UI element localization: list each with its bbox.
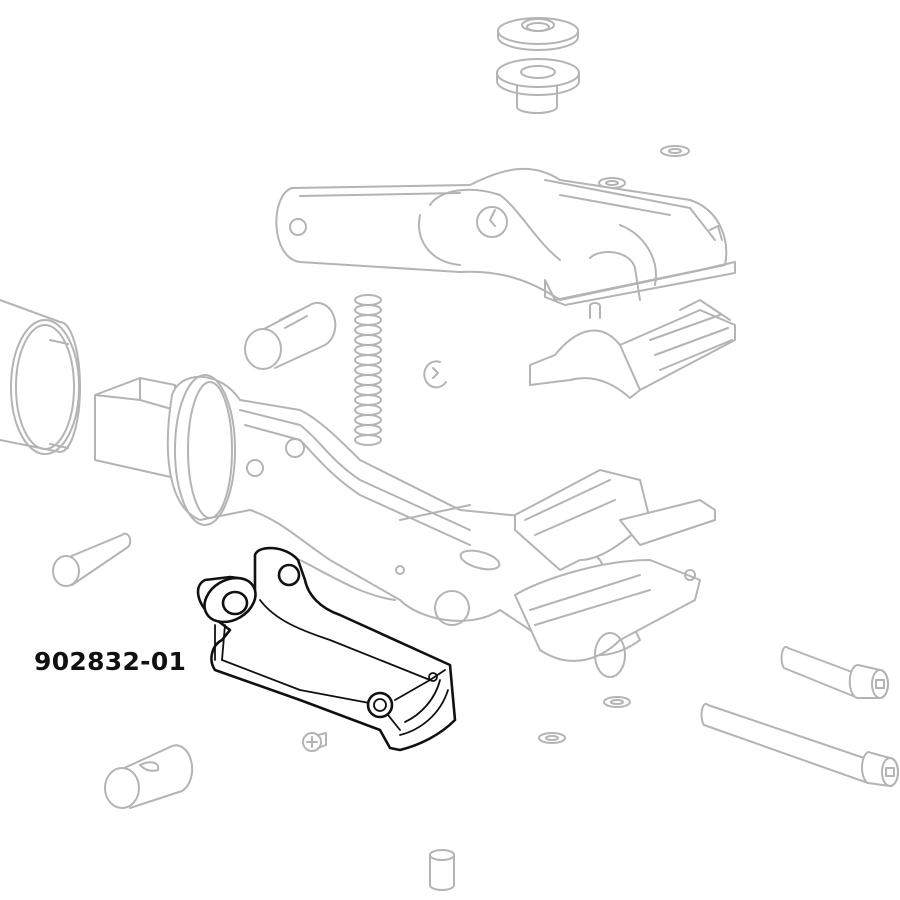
compression-spring [354, 294, 382, 446]
pivot-pin [52, 532, 132, 587]
upper-lever-arm [275, 167, 736, 306]
slotted-cross-pin-upper [244, 302, 337, 370]
e-clip [423, 360, 447, 389]
slotted-cross-pin-lower [104, 744, 194, 809]
bracket-902832-01 [196, 546, 457, 752]
spacer-bushing [429, 849, 455, 891]
main-body-arm [94, 374, 641, 657]
upper-clamp-jaw [529, 299, 736, 399]
phillips-screw [302, 732, 327, 752]
flanged-washer [497, 17, 579, 51]
socket-cap-screw-short [780, 645, 889, 699]
part-number-callout: 902832-01 [34, 647, 187, 676]
small-washer-1 [660, 145, 690, 157]
star-washer-1 [538, 732, 566, 744]
tube-sleeve [0, 299, 81, 455]
flanged-bushing [496, 58, 580, 114]
star-washer-2 [603, 696, 631, 708]
lower-clamp-jaw [514, 469, 716, 678]
socket-cap-screw-long [700, 702, 899, 787]
